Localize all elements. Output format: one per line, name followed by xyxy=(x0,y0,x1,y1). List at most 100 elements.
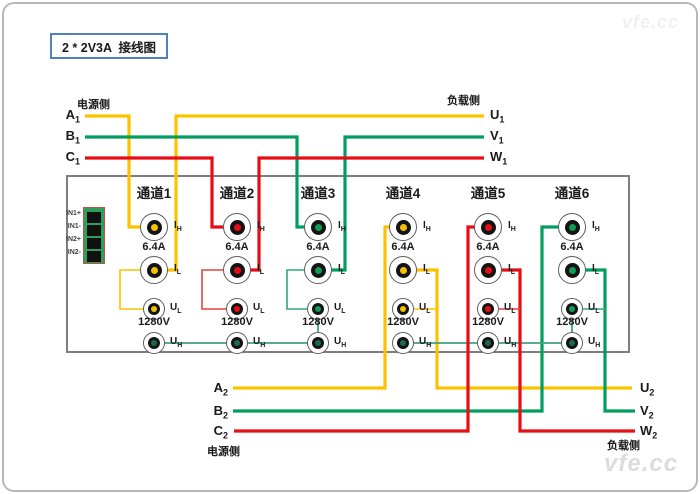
wire-b2-to-ch6-ih xyxy=(233,225,559,413)
channel-2-ul-label: UL xyxy=(253,302,265,315)
channel-4-title: 通道4 xyxy=(385,186,421,201)
wire-ch5-il-to-w2 xyxy=(501,268,635,433)
channel-2-ul-terminal xyxy=(226,298,248,320)
phase-label-u2: U2 xyxy=(640,380,655,398)
tap-ch3-il-to-ul xyxy=(286,269,308,310)
channel-1-voltage-rating: 1280V xyxy=(138,316,170,328)
channel-2: 通道2 IH 6.4A IL UL 1280V UH xyxy=(197,175,277,354)
channel-6-ih-label: IH xyxy=(592,220,600,233)
phase-label-v2: V2 xyxy=(640,403,654,421)
phase-label-w1: W1 xyxy=(490,149,508,167)
wire-c1-to-ch2-ih xyxy=(85,156,224,229)
channel-2-voltage-rating: 1280V xyxy=(221,316,253,328)
channel-3-uh-label: UH xyxy=(334,336,347,349)
channel-6-current-rating: 6.4A xyxy=(560,241,584,253)
tap-ch2-il-to-ul xyxy=(201,269,227,310)
top-source-side-label: 电源侧 xyxy=(77,99,110,111)
channel-2-current-rating: 6.4A xyxy=(225,241,249,253)
channel-4-voltage-rating: 1280V xyxy=(387,316,419,328)
channel-6-ul-label: UL xyxy=(588,302,600,315)
connector-pin xyxy=(87,225,101,236)
channel-5-title: 通道5 xyxy=(470,186,506,201)
channel-5: 通道5 IH 6.4A IL UL 1280V UH xyxy=(448,175,528,354)
top-load-side-label: 负载侧 xyxy=(447,95,480,107)
in1-plus-label: IN1+ xyxy=(66,210,81,217)
channel-1-il-terminal xyxy=(140,256,168,284)
in2-plus-label: IN2+ xyxy=(66,236,81,243)
bottom-load-side-label: 负载侧 xyxy=(607,440,640,452)
channel-3: 通道3 IH 6.4A IL UL 1280V UH xyxy=(278,175,358,354)
channel-3-ul-label: UL xyxy=(334,302,346,315)
channel-2-uh-terminal xyxy=(226,332,248,354)
bottom-source-side-label: 电源侧 xyxy=(207,446,240,458)
channel-4-ih-label: IH xyxy=(423,220,431,233)
channel-6-ih-terminal xyxy=(558,213,586,241)
channel-1-uh-label: UH xyxy=(170,336,183,349)
channel-6-uh-label: UH xyxy=(588,336,601,349)
channel-6-il-terminal xyxy=(558,256,586,284)
channel-3-il-terminal xyxy=(304,256,332,284)
wire-ch4-il-to-u2 xyxy=(416,268,632,390)
channel-6-uh-terminal xyxy=(561,332,583,354)
channel-2-il-label: IL xyxy=(257,263,265,276)
channel-4-il-label: IL xyxy=(423,263,431,276)
watermark-bottom: vfe.cc xyxy=(604,450,679,477)
diagram-title: 2 * 2V3A 接线图 xyxy=(61,40,156,55)
channel-1-uh-terminal xyxy=(143,332,165,354)
channel-2-uh-label: UH xyxy=(253,336,266,349)
wire-ch2-il-to-w1 xyxy=(250,156,484,272)
channel-5-ih-terminal xyxy=(474,213,502,241)
phase-label-v1: V1 xyxy=(490,128,504,146)
channel-4-uh-label: UH xyxy=(419,336,432,349)
channel-1: 通道1 IH 6.4A IL UL 1280V UH xyxy=(114,175,194,354)
channel-2-title: 通道2 xyxy=(219,186,255,201)
tap-ch1-il-to-ul xyxy=(119,269,144,310)
channel-1-ul-label: UL xyxy=(170,302,182,315)
phase-label-w2: W2 xyxy=(640,423,658,441)
connector-pin xyxy=(87,251,101,262)
phase-label-u1: U1 xyxy=(490,107,505,125)
channel-5-uh-terminal xyxy=(477,332,499,354)
channel-5-ul-label: UL xyxy=(504,302,516,315)
in2-minus-label: IN2- xyxy=(67,249,81,256)
connector-pin xyxy=(87,238,101,249)
phase-label-a2: A2 xyxy=(213,380,228,398)
phase-label-b1: B1 xyxy=(65,128,80,146)
channel-2-ih-label: IH xyxy=(257,220,265,233)
wire-ch6-il-to-v2 xyxy=(585,268,635,413)
phase-label-c1: C1 xyxy=(65,149,80,167)
channel-5-il-label: IL xyxy=(508,263,516,276)
channel-3-ih-terminal xyxy=(304,213,332,241)
channel-1-il-label: IL xyxy=(174,263,182,276)
channel-4-il-terminal xyxy=(389,256,417,284)
channel-6-voltage-rating: 1280V xyxy=(556,316,588,328)
diagram-title-box: 2 * 2V3A 接线图 xyxy=(50,33,168,59)
channel-3-ih-label: IH xyxy=(338,220,346,233)
channel-6-il-label: IL xyxy=(592,263,600,276)
channel-3-uh-terminal xyxy=(307,332,329,354)
channel-6-ul-terminal xyxy=(561,298,583,320)
phase-label-b2: B2 xyxy=(213,403,228,421)
channel-5-ul-terminal xyxy=(477,298,499,320)
channel-5-ih-label: IH xyxy=(508,220,516,233)
phase-label-c2: C2 xyxy=(213,423,228,441)
wire-a1-to-ch1-ih xyxy=(85,114,141,229)
channel-6: 通道6 IH 6.4A IL UL 1280V UH xyxy=(532,175,612,354)
channel-4-ul-label: UL xyxy=(419,302,431,315)
channel-3-il-label: IL xyxy=(338,263,346,276)
channel-3-current-rating: 6.4A xyxy=(306,241,330,253)
channel-4: 通道4 IH 6.4A IL UL 1280V UH xyxy=(363,175,443,354)
wire-a2-to-ch4-ih xyxy=(233,225,390,390)
channel-1-current-rating: 6.4A xyxy=(142,241,166,253)
channel-3-title: 通道3 xyxy=(300,186,336,201)
wire-ch3-il-to-v1 xyxy=(331,135,484,272)
channel-3-voltage-rating: 1280V xyxy=(302,316,334,328)
wire-b1-to-ch3-ih xyxy=(85,135,305,229)
channel-1-title: 通道1 xyxy=(136,186,172,201)
aux-input-connector xyxy=(83,207,105,264)
channel-5-uh-label: UH xyxy=(504,336,517,349)
wire-c2-to-ch5-ih xyxy=(234,225,475,433)
connector-pin xyxy=(87,212,101,223)
